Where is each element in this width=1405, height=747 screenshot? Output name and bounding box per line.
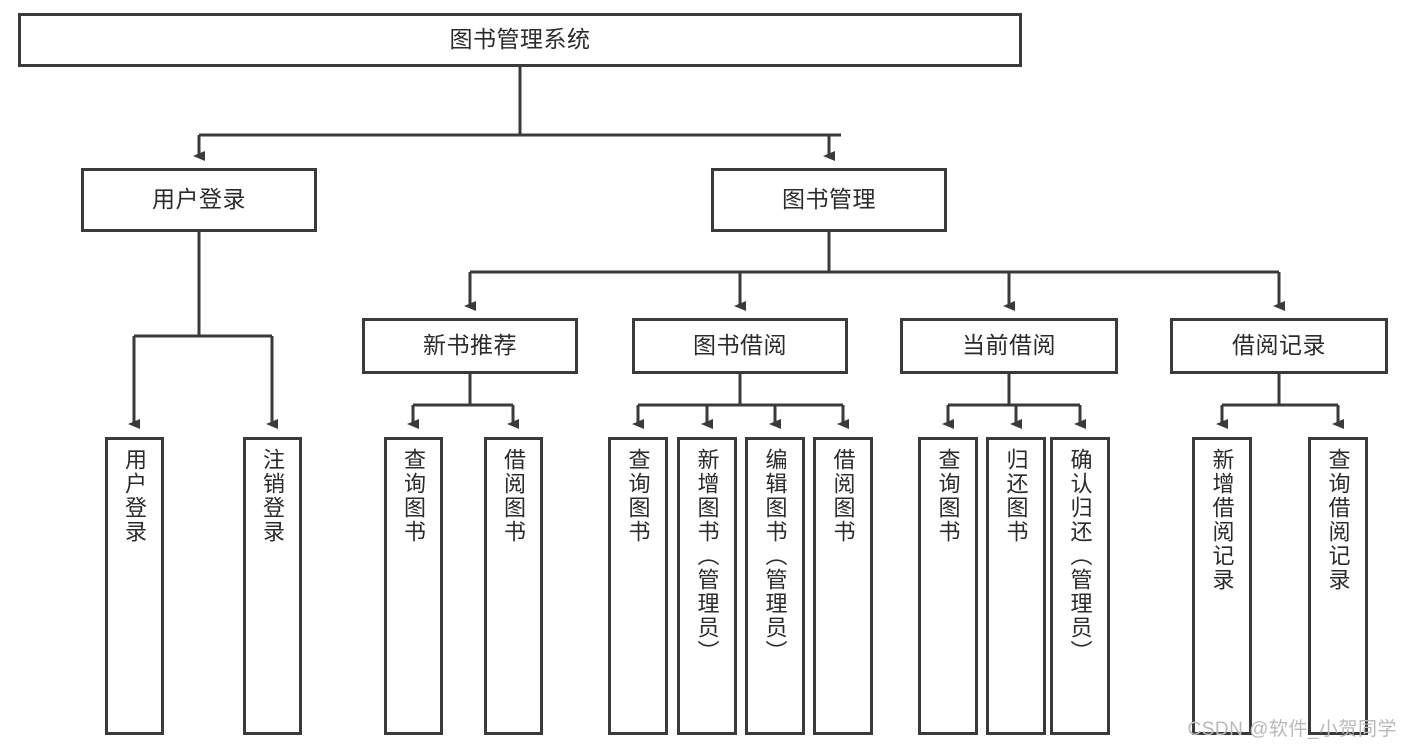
node-current-borrow-label: 当前借阅	[962, 332, 1056, 359]
node-borrow-record[interactable]: 借阅记录	[1170, 318, 1388, 374]
leaf-edit-book[interactable]: 编辑图书（管理员）	[745, 437, 805, 735]
node-book-manage[interactable]: 图书管理	[711, 168, 947, 232]
leaf-user-logout-label: 注销登录	[260, 448, 286, 544]
leaf-confirm-return-label: 确认归还（管理员）	[1067, 448, 1093, 664]
node-user-login[interactable]: 用户登录	[81, 168, 317, 232]
node-root[interactable]: 图书管理系统	[18, 13, 1022, 67]
leaf-query-book-3-label: 查询图书	[935, 448, 961, 544]
leaf-return-book-label: 归还图书	[1003, 448, 1029, 544]
leaf-borrow-book-2[interactable]: 借阅图书	[813, 437, 873, 735]
leaf-borrow-book-2-label: 借阅图书	[830, 448, 856, 544]
node-borrow-record-label: 借阅记录	[1232, 332, 1326, 359]
leaf-user-logout[interactable]: 注销登录	[243, 437, 302, 735]
leaf-borrow-book-1[interactable]: 借阅图书	[484, 437, 543, 735]
leaf-return-book[interactable]: 归还图书	[986, 437, 1046, 735]
node-new-book-rec-label: 新书推荐	[423, 332, 517, 359]
leaf-query-record[interactable]: 查询借阅记录	[1308, 437, 1368, 735]
node-book-manage-label: 图书管理	[782, 186, 876, 213]
leaf-edit-book-label: 编辑图书（管理员）	[762, 448, 788, 664]
leaf-query-book-1-label: 查询图书	[401, 448, 427, 544]
leaf-query-book-2[interactable]: 查询图书	[608, 437, 668, 735]
node-book-borrow[interactable]: 图书借阅	[632, 318, 848, 374]
leaf-query-book-1[interactable]: 查询图书	[384, 437, 443, 735]
leaf-borrow-book-1-label: 借阅图书	[501, 448, 527, 544]
node-new-book-rec[interactable]: 新书推荐	[362, 318, 578, 374]
leaf-confirm-return[interactable]: 确认归还（管理员）	[1050, 437, 1110, 735]
node-root-label: 图书管理系统	[449, 26, 591, 53]
leaf-add-book-label: 新增图书（管理员）	[694, 448, 720, 664]
leaf-user-login-label: 用户登录	[122, 448, 148, 544]
leaf-query-book-3[interactable]: 查询图书	[918, 437, 978, 735]
leaf-query-record-label: 查询借阅记录	[1325, 448, 1351, 592]
leaf-query-book-2-label: 查询图书	[625, 448, 651, 544]
leaf-add-book[interactable]: 新增图书（管理员）	[677, 437, 737, 735]
node-current-borrow[interactable]: 当前借阅	[900, 318, 1118, 374]
leaf-add-record[interactable]: 新增借阅记录	[1192, 437, 1252, 735]
leaf-add-record-label: 新增借阅记录	[1209, 448, 1235, 592]
node-user-login-label: 用户登录	[152, 186, 246, 213]
leaf-user-login[interactable]: 用户登录	[105, 437, 164, 735]
node-book-borrow-label: 图书借阅	[693, 332, 787, 359]
